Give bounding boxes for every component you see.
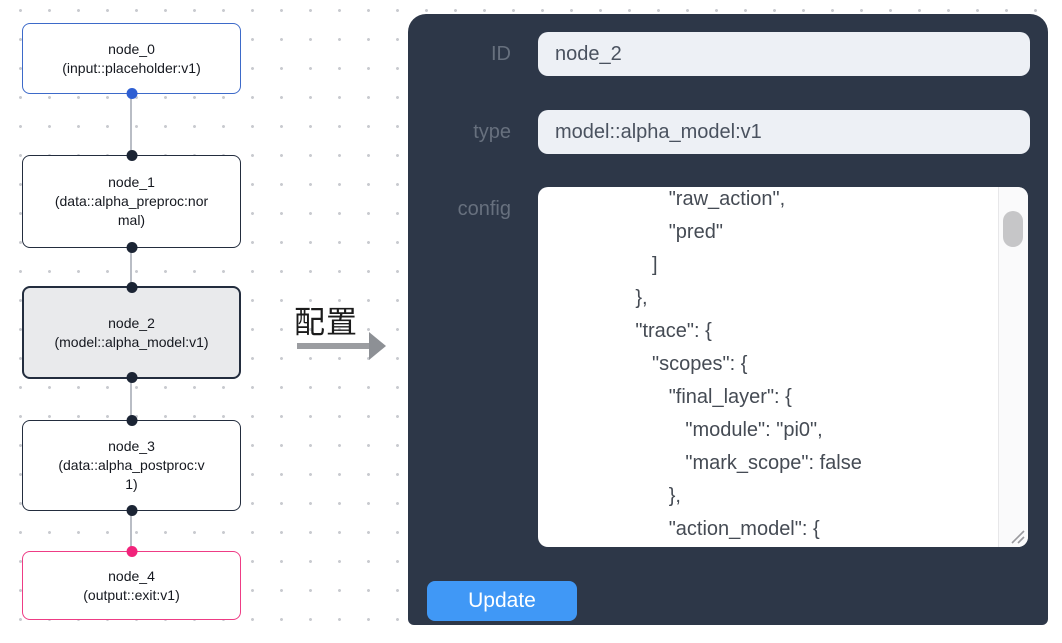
node-config-panel: ID type config "raw_action", "pred" ] },… bbox=[408, 14, 1048, 625]
flow-node-3[interactable]: node_3 (data::alpha_postproc:v1) bbox=[22, 415, 241, 516]
config-textarea[interactable]: "raw_action", "pred" ] }, "trace": { "sc… bbox=[538, 187, 1028, 547]
config-scrollbar-track[interactable] bbox=[998, 187, 1028, 547]
right-arrow-icon bbox=[297, 343, 371, 349]
port-in-dot[interactable] bbox=[126, 546, 137, 557]
id-field-label: ID bbox=[491, 42, 511, 65]
flow-node-2-label: node_2 (model::alpha_model:v1) bbox=[53, 314, 211, 352]
flow-node-0-label: node_0 (input::placeholder:v1) bbox=[53, 40, 211, 78]
flow-node-3-label: node_3 (data::alpha_postproc:v1) bbox=[53, 437, 211, 493]
flow-node-4-label: node_4 (output::exit:v1) bbox=[53, 567, 211, 605]
configure-label: 配置 bbox=[294, 305, 358, 340]
node-type: (input::placeholder:v1) bbox=[62, 59, 201, 76]
port-in-dot[interactable] bbox=[126, 150, 137, 161]
flow-edge-1-2 bbox=[130, 248, 132, 286]
flow-edge-3-4 bbox=[130, 511, 132, 551]
id-input[interactable] bbox=[538, 32, 1030, 76]
node-type: (data::alpha_preproc:normal) bbox=[54, 193, 209, 228]
port-out-dot[interactable] bbox=[126, 505, 137, 516]
node-type: (output::exit:v1) bbox=[83, 586, 180, 603]
node-name: node_4 bbox=[108, 567, 155, 584]
flow-edge-2-3 bbox=[130, 379, 132, 420]
node-name: node_3 bbox=[108, 438, 155, 455]
right-arrow-head-icon bbox=[369, 332, 386, 360]
flow-node-1-label: node_1 (data::alpha_preproc:normal) bbox=[53, 173, 211, 229]
port-in-dot[interactable] bbox=[126, 282, 137, 293]
config-field-label: config bbox=[457, 197, 511, 220]
node-name: node_2 bbox=[108, 314, 155, 331]
flow-node-4[interactable]: node_4 (output::exit:v1) bbox=[22, 546, 241, 620]
type-input[interactable] bbox=[538, 110, 1030, 154]
config-scrollbar-thumb[interactable] bbox=[1003, 211, 1023, 247]
update-button[interactable]: Update bbox=[427, 581, 577, 621]
config-json-text[interactable]: "raw_action", "pred" ] }, "trace": { "sc… bbox=[635, 188, 862, 540]
flow-node-1[interactable]: node_1 (data::alpha_preproc:normal) bbox=[22, 150, 241, 253]
resize-grip-icon[interactable] bbox=[1008, 527, 1026, 545]
flow-edge-0-1 bbox=[130, 94, 132, 155]
flow-node-0[interactable]: node_0 (input::placeholder:v1) bbox=[22, 23, 241, 99]
flow-node-2-selected[interactable]: node_2 (model::alpha_model:v1) bbox=[22, 282, 241, 383]
port-out-dot[interactable] bbox=[126, 88, 137, 99]
port-out-dot[interactable] bbox=[126, 372, 137, 383]
node-name: node_0 bbox=[108, 40, 155, 57]
type-field-label: type bbox=[473, 120, 511, 143]
port-in-dot[interactable] bbox=[126, 415, 137, 426]
port-out-dot[interactable] bbox=[126, 242, 137, 253]
node-type: (data::alpha_postproc:v1) bbox=[58, 457, 205, 492]
node-name: node_1 bbox=[108, 174, 155, 191]
node-type: (model::alpha_model:v1) bbox=[54, 333, 209, 350]
